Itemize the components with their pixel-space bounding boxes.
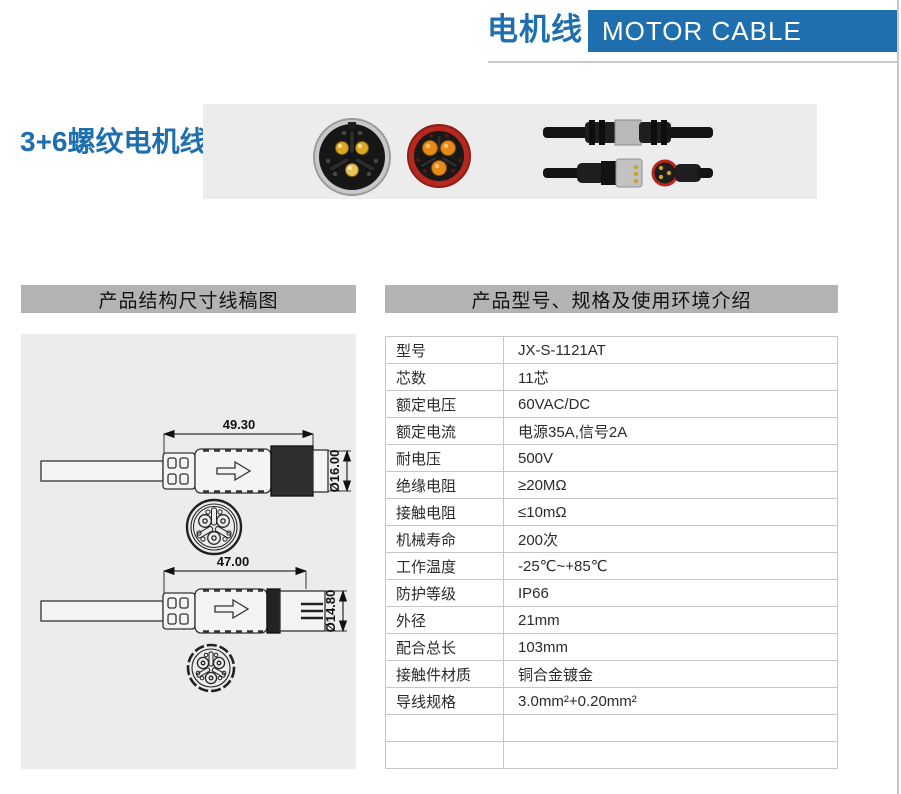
knurled-ring <box>270 445 314 497</box>
spec-label: 工作温度 <box>385 552 504 580</box>
svg-text:49.30: 49.30 <box>223 417 256 432</box>
spec-label: 芯数 <box>385 363 504 391</box>
spec-row: 工作温度-25℃~+85℃ <box>385 552 838 580</box>
spec-label: 配合总长 <box>385 633 504 661</box>
spec-label <box>385 741 504 769</box>
page-title-english: MOTOR CABLE <box>602 16 802 46</box>
orange-pins <box>422 140 456 176</box>
svg-text:47.00: 47.00 <box>217 554 250 569</box>
spec-row <box>385 741 838 769</box>
product-series-title: 3+6螺纹电机线 <box>20 126 208 157</box>
spec-label: 接触电阻 <box>385 498 504 526</box>
spec-value: 铜合金镀金 <box>503 660 838 688</box>
connector-b-face-view <box>186 643 236 693</box>
spec-value: 电源35A,信号2A <box>503 417 838 445</box>
spec-value: ≥20MΩ <box>503 471 838 499</box>
dimension-drawing-graphic: 49.30 Ø16.00 <box>40 417 352 693</box>
direction-arrow-icon <box>214 598 250 620</box>
direction-arrow-icon <box>216 460 252 482</box>
product-photo-panel <box>203 104 817 199</box>
spec-value: 60VAC/DC <box>503 390 838 418</box>
spec-label: 额定电压 <box>385 390 504 418</box>
spec-label: 外径 <box>385 606 504 634</box>
spec-row: 绝缘电阻≥20MΩ <box>385 471 838 499</box>
spec-row: 接触电阻≤10mΩ <box>385 498 838 526</box>
seal-band <box>266 588 281 634</box>
spec-value <box>503 714 838 742</box>
spec-row: 接触件材质铜合金镀金 <box>385 660 838 688</box>
spec-value: 500V <box>503 444 838 472</box>
spec-value: 3.0mm²+0.20mm² <box>503 687 838 715</box>
svg-text:Ø14.80: Ø14.80 <box>323 590 338 633</box>
spec-label: 防护等级 <box>385 579 504 607</box>
spec-label <box>385 714 504 742</box>
dimension-drawing-panel: 49.30 Ø16.00 <box>21 334 356 769</box>
spec-label: 耐电压 <box>385 444 504 472</box>
spec-label: 机械寿命 <box>385 525 504 553</box>
unmated-connectors-photo <box>543 158 713 188</box>
spec-value: IP66 <box>503 579 838 607</box>
spec-value: ≤10mΩ <box>503 498 838 526</box>
page-title-banner: MOTOR CABLE <box>588 10 899 52</box>
header-divider-line <box>488 61 899 63</box>
spec-value <box>503 741 838 769</box>
spec-value: 200次 <box>503 525 838 553</box>
spec-label: 绝缘电阻 <box>385 471 504 499</box>
connector-a-face-view <box>185 498 243 556</box>
spec-label: 接触件材质 <box>385 660 504 688</box>
product-photos-graphic <box>313 118 713 196</box>
connector-b-side-view: 47.00 <box>40 554 348 634</box>
spec-value: 103mm <box>503 633 838 661</box>
diameter-dimension-a: Ø16.00 <box>327 450 352 493</box>
spec-label: 额定电流 <box>385 417 504 445</box>
connector-a-side-view: 49.30 Ø16.00 <box>40 417 352 497</box>
spec-value: 21mm <box>503 606 838 634</box>
spec-value: 11芯 <box>503 363 838 391</box>
length-dimension-b: 47.00 <box>162 554 308 594</box>
gold-pins <box>335 141 369 177</box>
connector-face-photo-silver <box>313 118 391 196</box>
page-right-border <box>897 0 899 794</box>
diameter-dimension-b: Ø14.80 <box>323 590 348 633</box>
spec-label: 导线规格 <box>385 687 504 715</box>
drawing-section-header: 产品结构尺寸线稿图 <box>21 285 356 313</box>
page-title-chinese: 电机线 <box>487 12 583 47</box>
svg-text:Ø16.00: Ø16.00 <box>327 450 342 493</box>
spec-label: 型号 <box>385 336 504 364</box>
spec-row: 额定电流电源35A,信号2A <box>385 417 838 445</box>
connector-face-photo-red <box>407 124 471 188</box>
spec-value: JX-S-1121AT <box>503 336 838 364</box>
length-dimension-a: 49.30 <box>162 417 315 456</box>
spec-value: -25℃~+85℃ <box>503 552 838 580</box>
mated-cable-photo <box>543 119 713 146</box>
spec-section-header: 产品型号、规格及使用环境介绍 <box>385 285 838 313</box>
spec-row <box>385 714 838 742</box>
